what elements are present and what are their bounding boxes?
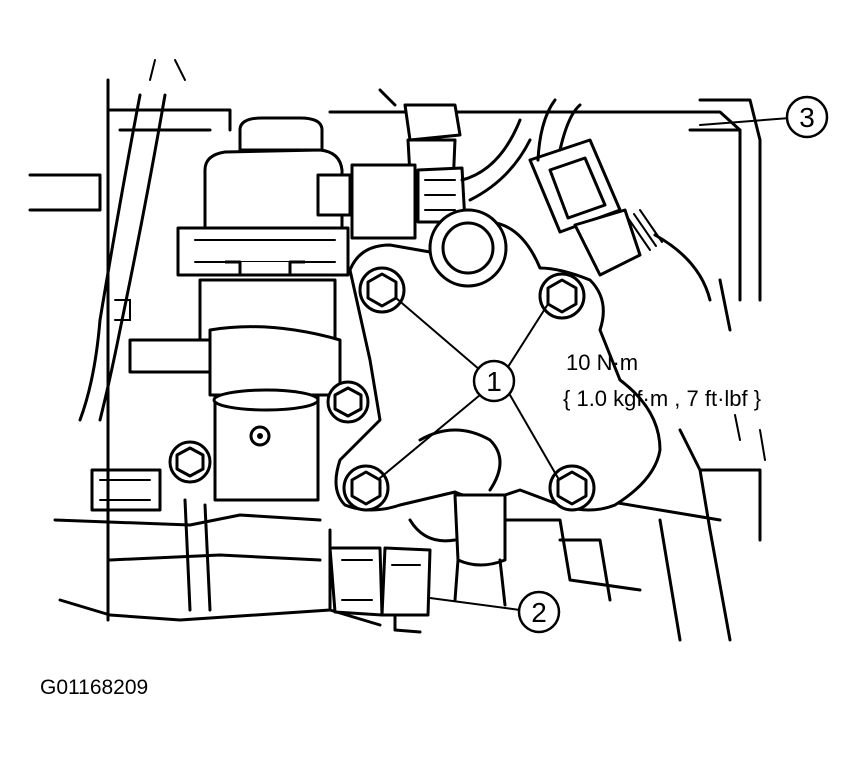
figure-id: G01168209 [40, 676, 148, 699]
bolt-top-left [358, 266, 406, 314]
bolt-egr-right [326, 380, 370, 424]
bolts [168, 266, 596, 512]
egr-valve [128, 116, 350, 502]
torque-spec: 10 N·m { 1.0 kgf·m , 7 ft·lbf } [563, 350, 761, 411]
callout-3: 3 [785, 95, 829, 139]
torque-spec-line-2: { 1.0 kgf·m , 7 ft·lbf } [563, 386, 761, 411]
callout-2: 2 [517, 590, 561, 634]
hose-connector [328, 546, 432, 634]
callout-3-label: 3 [799, 102, 815, 133]
sensor [528, 98, 663, 277]
callout-2-label: 2 [531, 597, 547, 628]
callout-1-label: 1 [486, 366, 502, 397]
connectors-top [316, 103, 532, 240]
bolt-egr-left [168, 440, 212, 484]
bolt-top-right [538, 272, 586, 320]
leader-lines [379, 117, 791, 611]
torque-spec-line-1: 10 N·m [566, 350, 638, 375]
bolt-bottom-left [342, 464, 390, 512]
bolt-bottom-right [548, 464, 596, 512]
callout-1: 1 [472, 359, 516, 403]
engine-block [28, 59, 766, 642]
